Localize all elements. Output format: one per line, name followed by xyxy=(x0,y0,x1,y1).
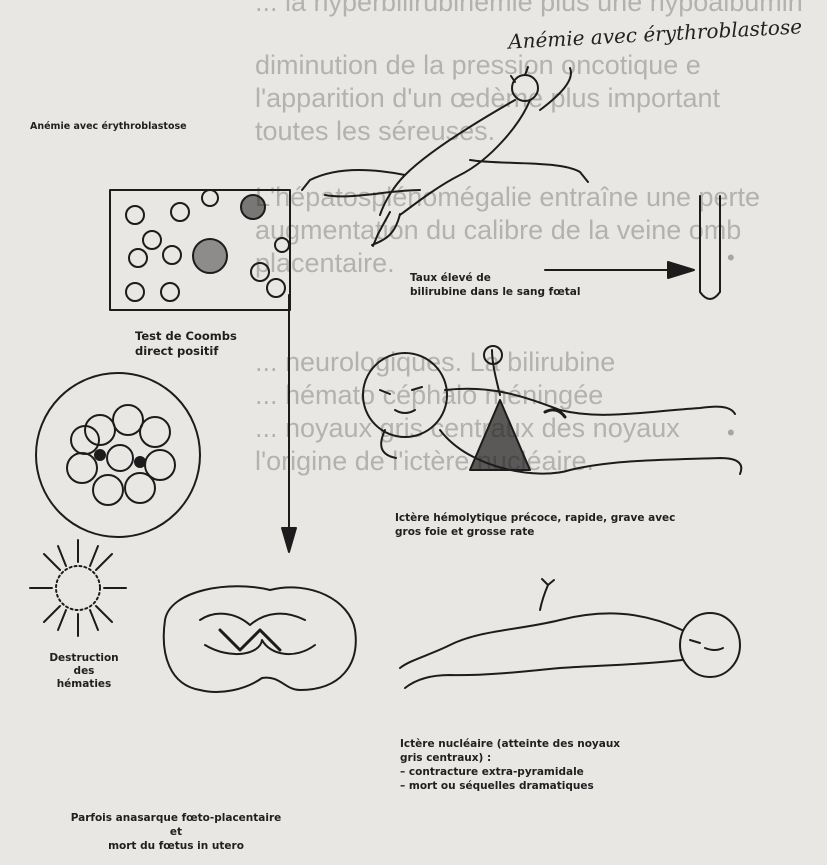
label-destruction-line1: Destruction xyxy=(44,652,124,665)
label-anasarque-line3: mort du fœtus in utero xyxy=(26,840,326,853)
label-destruction-line3: hématies xyxy=(44,678,124,691)
cell-cluster xyxy=(36,373,200,537)
label-coombs-line2: direct positif xyxy=(135,345,218,358)
label-ictere-hemolytique-line1: Ictère hémolytique précoce, rapide, grav… xyxy=(395,512,675,525)
label-destruction-line2: des xyxy=(44,665,124,678)
starburst-icon xyxy=(30,540,126,636)
label-anasarque-line2: et xyxy=(26,826,326,839)
label-ictere-nucleaire-line1: Ictère nucléaire (atteinte des noyaux xyxy=(400,738,620,751)
label-ictere-hemolytique-line2: gros foie et grosse rate xyxy=(395,526,534,539)
label-coombs-line1: Test de Coombs xyxy=(135,330,237,343)
coombs-test-box xyxy=(110,190,290,310)
label-anasarque-line1: Parfois anasarque fœto-placentaire xyxy=(26,812,326,825)
test-tube-icon xyxy=(700,196,720,299)
label-ictere-nucleaire-line2: gris centraux) : xyxy=(400,752,491,765)
label-taux-line1: Taux élevé de xyxy=(410,272,491,285)
baby-figure-middle xyxy=(363,346,741,474)
baby-figure-top xyxy=(302,67,588,246)
label-ictere-nucleaire-line3: – contracture extra-pyramidale xyxy=(400,766,584,779)
baby-figure-bottom xyxy=(400,579,740,688)
label-ictere-nucleaire-line4: – mort ou séquelles dramatiques xyxy=(400,780,594,793)
label-anemie: Anémie avec érythroblastose xyxy=(30,120,187,133)
label-destruction: Destruction des hématies xyxy=(44,652,124,691)
brain-figure xyxy=(164,586,356,692)
label-taux-line2: bilirubine dans le sang fœtal xyxy=(410,286,580,299)
